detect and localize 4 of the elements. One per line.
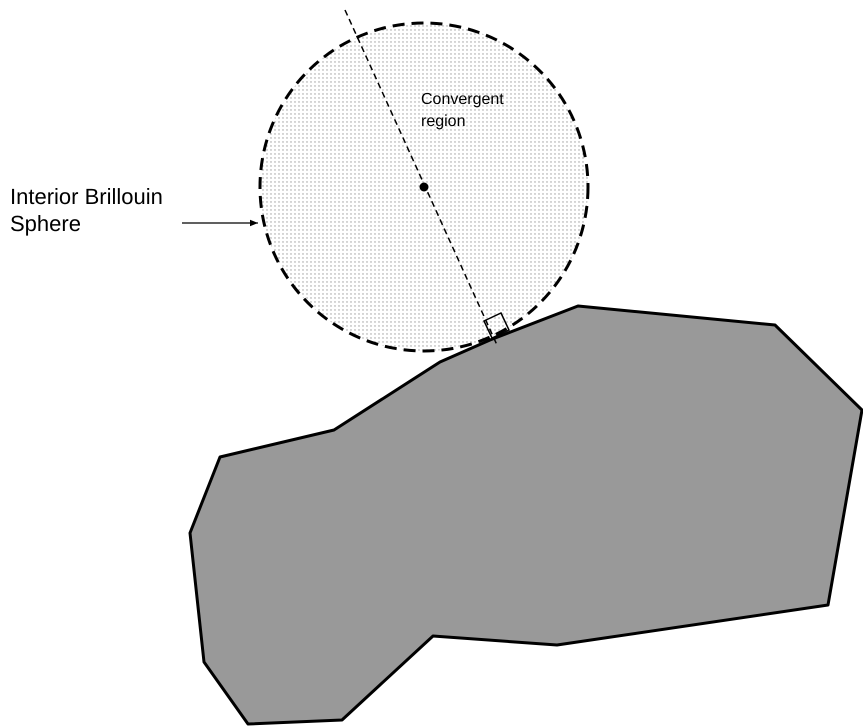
leader-arrow <box>182 220 258 226</box>
callout-label: Interior Brillouin Sphere <box>10 183 220 237</box>
region-label: Convergent region <box>421 90 505 132</box>
dashed-circle <box>258 21 590 353</box>
